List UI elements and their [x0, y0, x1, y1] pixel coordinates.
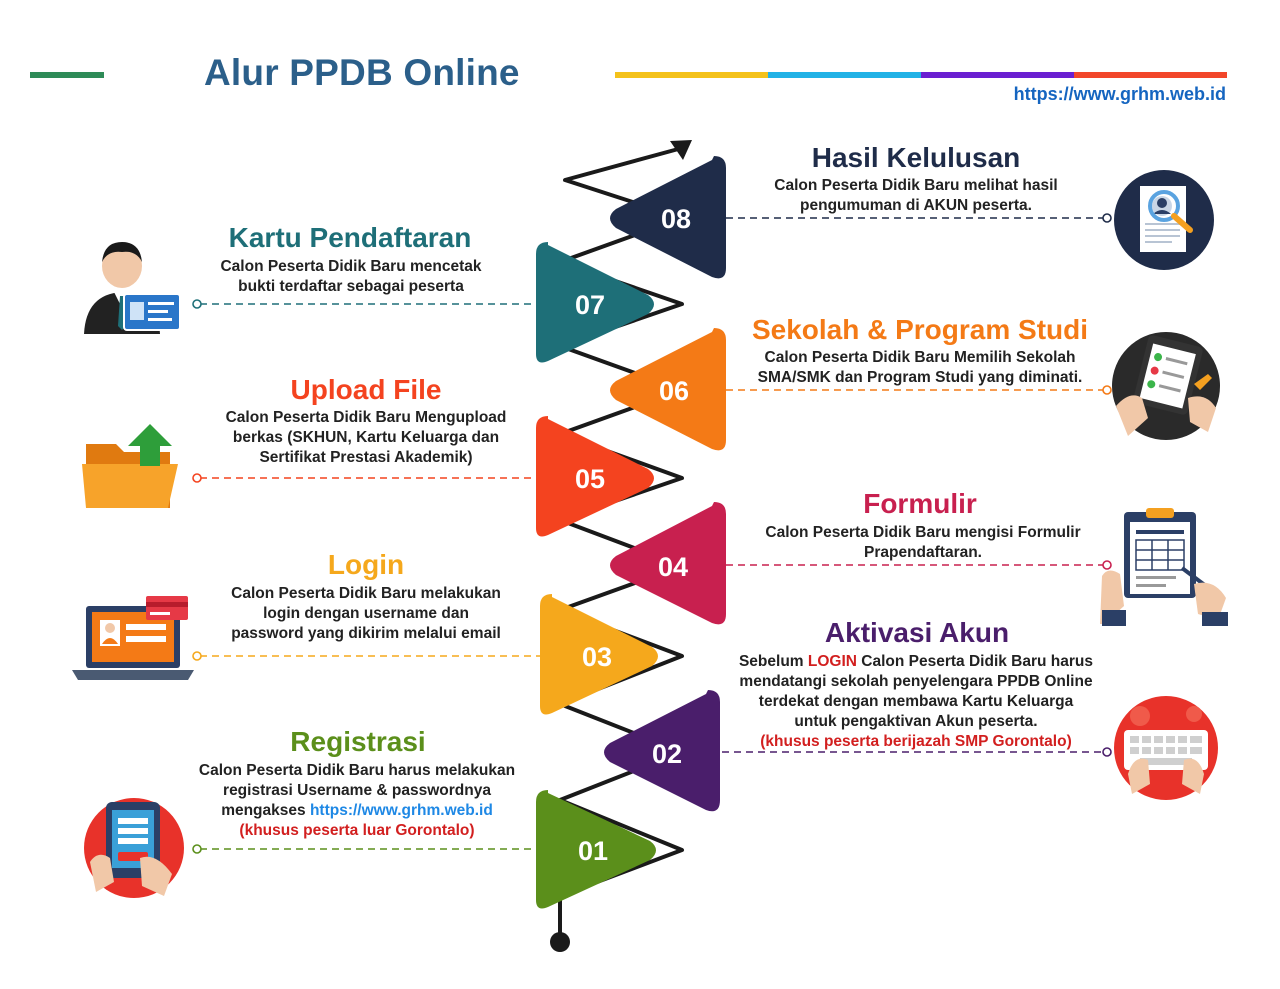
step-04-desc-line: Prapendaftaran. — [863, 544, 982, 561]
document-search-icon — [1114, 170, 1214, 270]
step-04-title: Formulir — [863, 488, 977, 519]
step-03-title: Login — [327, 549, 405, 580]
connector-end-01 — [192, 844, 202, 854]
step-01-marker: 01 — [536, 790, 656, 909]
step-02-number: 02 — [652, 739, 682, 769]
step-05-title: Upload File — [290, 374, 442, 405]
step-07-number: 07 — [575, 290, 605, 320]
connector-end-06 — [1102, 385, 1112, 395]
step-06-desc-line: SMA/SMK dan Program Studi yang diminati. — [757, 369, 1083, 386]
step-06-marker: 06 — [610, 328, 726, 451]
tablet-register-icon — [84, 798, 184, 898]
step-05-marker: 05 — [536, 416, 654, 537]
checklist-hand-icon — [1112, 332, 1220, 440]
step-07-desc-line: bukti terdaftar sebagai peserta — [238, 278, 464, 295]
step-02-title: Aktivasi Akun — [824, 617, 1010, 648]
step-02-marker: 02 — [604, 690, 720, 812]
step-08-number: 08 — [661, 204, 691, 234]
step-01-desc-prefix: mengakses — [221, 802, 306, 819]
step-04-marker: 04 — [610, 502, 726, 625]
step-01-number: 01 — [578, 836, 608, 866]
step-05-desc-line: Sertifikat Prestasi Akademik) — [259, 449, 473, 466]
step-08-marker: 08 — [610, 156, 726, 279]
step-06-desc-line: Calon Peserta Didik Baru Memilih Sekolah — [764, 349, 1076, 366]
color-stripes — [615, 72, 1227, 78]
step-02-note: (khusus peserta berijazah SMP Gorontalo) — [760, 733, 1072, 750]
laptop-login-icon — [72, 596, 194, 680]
step-06-description: Calon Peserta Didik Baru Memilih Sekolah… — [730, 348, 1110, 388]
id-card-person-icon — [84, 242, 181, 334]
step-07-desc-line: Calon Peserta Didik Baru mencetak — [220, 258, 482, 275]
step-07-description: Calon Peserta Didik Baru mencetak bukti … — [196, 257, 506, 297]
step-05-desc-line: berkas (SKHUN, Kartu Keluarga dan — [232, 429, 500, 446]
step-01-registration-link[interactable]: https://www.grhm.web.id — [309, 802, 493, 819]
site-url-link[interactable]: https://www.grhm.web.id — [1013, 84, 1226, 104]
connector-end-05 — [192, 473, 202, 483]
step-02-desc-line: terdekat dengan membawa Kartu Keluarga — [758, 693, 1074, 710]
left-accent-bar — [30, 72, 104, 78]
step-05-number: 05 — [575, 464, 605, 494]
arrow-head-icon — [670, 140, 692, 160]
step-04-number: 04 — [658, 552, 688, 582]
step-02-login-highlight: LOGIN — [807, 653, 857, 670]
step-06-number: 06 — [659, 376, 689, 406]
step-02-desc-line: untuk pengaktivan Akun peserta. — [794, 713, 1038, 730]
step-01-desc-line-3: mengakses https://www.grhm.web.id — [176, 801, 538, 821]
folder-upload-icon — [82, 424, 178, 508]
connector-end-03 — [192, 651, 202, 661]
page-title: Alur PPDB Online — [204, 52, 520, 93]
connector-end-02 — [1102, 747, 1112, 757]
start-dot — [550, 932, 570, 952]
step-04-description: Calon Peserta Didik Baru mengisi Formuli… — [740, 523, 1106, 563]
step-02-desc-prefix: Sebelum — [738, 653, 804, 670]
step-01-description: Calon Peserta Didik Baru harus melakukan… — [176, 761, 538, 841]
keyboard-hands-icon — [1114, 696, 1218, 800]
step-01-note: (khusus peserta luar Gorontalo) — [239, 822, 475, 839]
step-07-title: Kartu Pendaftaran — [228, 222, 472, 253]
step-05-desc-line: Calon Peserta Didik Baru Mengupload — [225, 409, 507, 426]
step-04-desc-line: Calon Peserta Didik Baru mengisi Formuli… — [765, 524, 1081, 541]
step-06-title: Sekolah & Program Studi — [751, 314, 1089, 345]
step-03-desc-line: Calon Peserta Didik Baru melakukan — [231, 585, 501, 602]
step-02-desc-line: mendatangi sekolah penyelengara PPDB Onl… — [739, 673, 1093, 690]
step-03-number: 03 — [582, 642, 612, 672]
step-08-desc-line: pengumuman di AKUN peserta. — [800, 197, 1032, 214]
connector-end-07 — [192, 299, 202, 309]
clipboard-form-icon — [1100, 508, 1228, 626]
step-08-title: Hasil Kelulusan — [811, 142, 1021, 173]
connector-end-04 — [1102, 560, 1112, 570]
step-01-title: Registrasi — [290, 726, 426, 757]
step-03-desc-line: login dengan username dan — [263, 605, 469, 622]
step-01-desc-line: Calon Peserta Didik Baru harus melakukan — [198, 762, 516, 779]
connector-end-08 — [1102, 213, 1112, 223]
step-02-desc-line-1: Sebelum LOGIN Calon Peserta Didik Baru h… — [716, 652, 1116, 672]
step-02-desc-rest: Calon Peserta Didik Baru harus — [861, 653, 1094, 670]
step-08-desc-line: Calon Peserta Didik Baru melihat hasil — [774, 177, 1058, 194]
step-01-desc-line: registrasi Username & passwordnya — [223, 782, 491, 799]
step-02-description: Sebelum LOGIN Calon Peserta Didik Baru h… — [716, 652, 1116, 752]
step-03-description: Calon Peserta Didik Baru melakukan login… — [196, 584, 536, 644]
step-08-description: Calon Peserta Didik Baru melihat hasil p… — [740, 176, 1092, 216]
step-07-marker: 07 — [536, 242, 654, 363]
step-03-desc-line: password yang dikirim melalui email — [231, 625, 501, 642]
step-03-marker: 03 — [540, 594, 658, 715]
step-05-description: Calon Peserta Didik Baru Mengupload berk… — [196, 408, 536, 468]
